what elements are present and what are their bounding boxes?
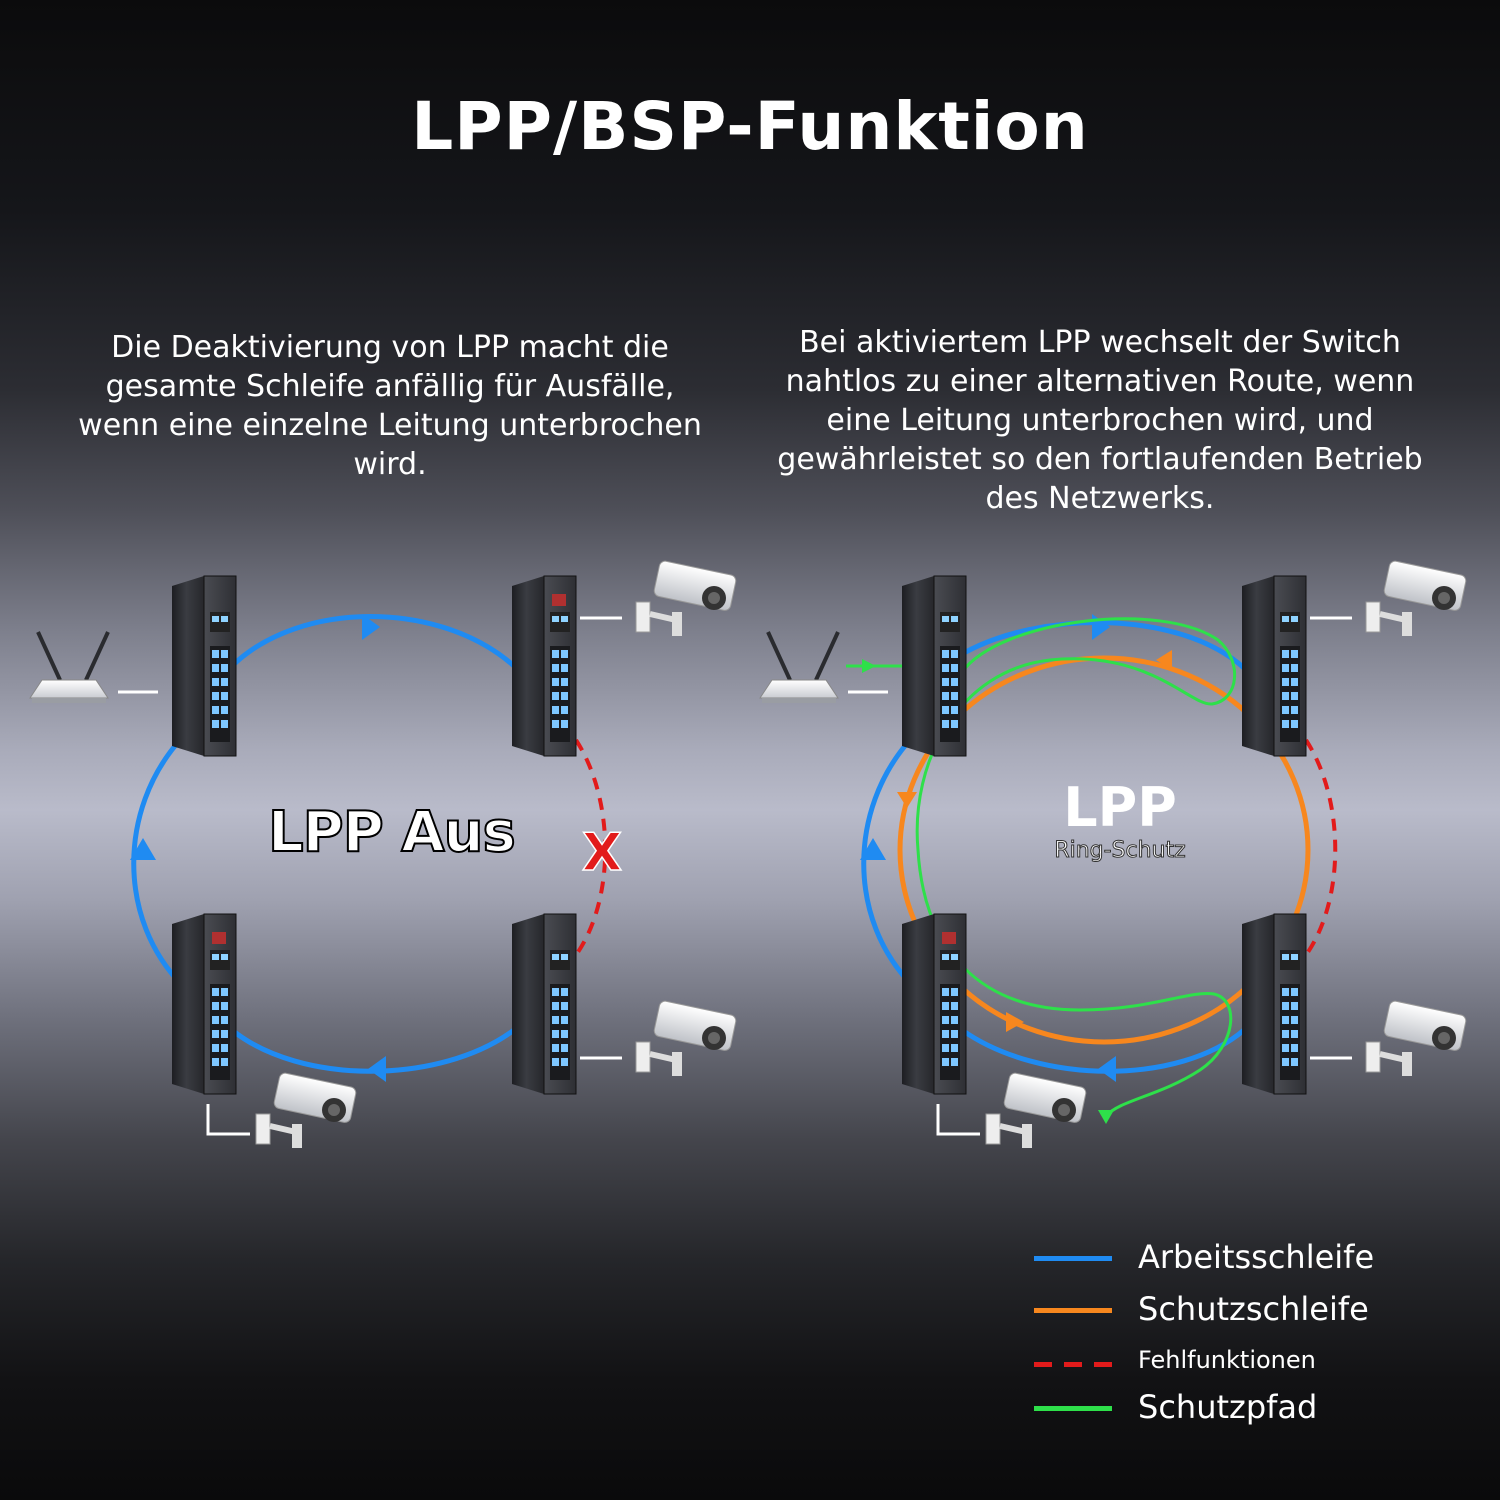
right-malfunction-line [1304, 738, 1338, 957]
router-icon [759, 631, 840, 703]
arrow-left [1156, 650, 1172, 670]
description-line: nahtlos zu einer alternativen Route, wen… [785, 364, 1415, 399]
description-line: eine Leitung unterbrochen wird, und [826, 403, 1374, 438]
left-working-loop-bottom [230, 1027, 516, 1074]
description-line: gesamte Schleife anfällig für Ausfälle, [105, 369, 675, 404]
description-line: gewährleistet so den fortlaufenden Betri… [777, 442, 1423, 477]
ring-protection-label: Ring-Schutz [1054, 838, 1186, 864]
description-line: Bei aktiviertem LPP wechselt der Switch [799, 325, 1401, 360]
switch-icon [1242, 913, 1307, 1095]
lpp-label: LPP [1063, 776, 1177, 839]
arrow-down [1098, 1110, 1114, 1124]
legend-swatch [1034, 1256, 1112, 1261]
right-working-loop-left [861, 738, 914, 987]
arrow-up [130, 838, 156, 860]
description-line: wenn eine einzelne Leitung unterbrochen [78, 408, 702, 443]
camera-icon [635, 560, 737, 636]
left-description: Die Deaktivierung von LPP macht die gesa… [40, 328, 740, 484]
camera-icon [1365, 1000, 1467, 1076]
right-working-loop-top [960, 620, 1246, 670]
legend-swatch [1034, 1362, 1112, 1367]
switch-icon [172, 575, 237, 757]
arrow-right [862, 659, 876, 673]
legend-label: Fehlfunktionen [1138, 1346, 1316, 1374]
arrow-left [368, 1056, 386, 1082]
legend-swatch [1034, 1406, 1112, 1411]
switch-icon [512, 913, 577, 1095]
legend-label: Schutzschleife [1138, 1290, 1369, 1328]
switch-icon [512, 575, 577, 757]
description-line: wird. [353, 447, 427, 482]
camera-icon [1365, 560, 1467, 636]
arrow-right [1006, 1012, 1024, 1032]
protection-loop [897, 655, 1311, 1045]
legend-label: Arbeitsschleife [1138, 1238, 1375, 1276]
lpp-off-label: LPP Aus [267, 799, 517, 866]
switch-icon [172, 913, 237, 1095]
switch-icon [902, 913, 967, 1095]
switch-icon [1242, 575, 1307, 757]
right-working-loop-bottom [960, 1027, 1246, 1074]
left-working-loop [230, 614, 516, 668]
right-diagram [759, 560, 1467, 1148]
failure-x: X [582, 823, 622, 883]
arrow-down [897, 792, 917, 808]
arrow-up [860, 838, 886, 860]
left-diagram: X [29, 560, 737, 1148]
description-line: Die Deaktivierung von LPP macht die [111, 330, 669, 365]
legend-swatch [1034, 1308, 1112, 1313]
router-icon [29, 631, 110, 703]
right-description: Bei aktiviertem LPP wechselt der Switch … [740, 323, 1460, 518]
description-line: des Netzwerks. [985, 481, 1215, 516]
camera-icon [635, 1000, 737, 1076]
arrow-right [362, 614, 380, 640]
arrow-left [1098, 1056, 1116, 1082]
left-malfunction-line [574, 738, 608, 957]
camera-icon [985, 1072, 1087, 1148]
camera-icon [255, 1072, 357, 1148]
left-working-loop-left [131, 738, 184, 987]
page-title: LPP/BSP-Funktion [411, 88, 1089, 165]
switch-icon [902, 575, 967, 757]
legend-label: Schutzpfad [1138, 1388, 1318, 1426]
